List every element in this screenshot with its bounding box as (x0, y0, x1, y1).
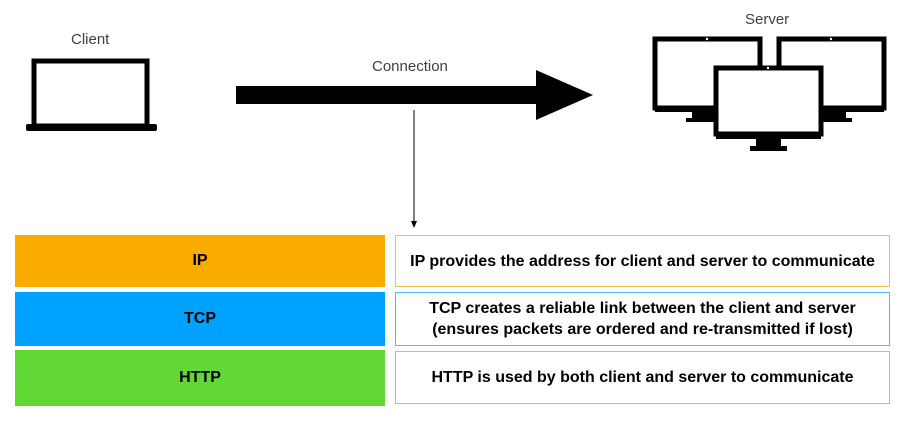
layer-ip-description: IP provides the address for client and s… (395, 235, 890, 287)
description-line: TCP creates a reliable link between the … (429, 300, 856, 317)
arrow-right-icon (236, 70, 593, 120)
laptop-icon (26, 58, 157, 131)
layer-ip-label: IP (192, 252, 208, 269)
layer-http-label: HTTP (179, 369, 221, 386)
monitor-cluster-icon (652, 36, 887, 151)
layer-tcp: TCP (15, 292, 385, 346)
layer-tcp-description: TCP creates a reliable link between the … (395, 292, 890, 346)
layer-ip: IP (15, 235, 385, 287)
description-line: HTTP is used by both client and server t… (431, 369, 854, 386)
client-label: Client (71, 31, 110, 48)
connection-label: Connection (372, 58, 448, 75)
server-label: Server (745, 11, 790, 28)
layer-http-description: HTTP is used by both client and server t… (395, 351, 890, 404)
layer-tcp-label: TCP (184, 310, 216, 327)
pointer-line (411, 110, 417, 228)
description-line: IP provides the address for client and s… (410, 252, 875, 270)
layer-http: HTTP (15, 350, 385, 406)
description-line: (ensures packets are ordered and re-tran… (432, 321, 853, 338)
